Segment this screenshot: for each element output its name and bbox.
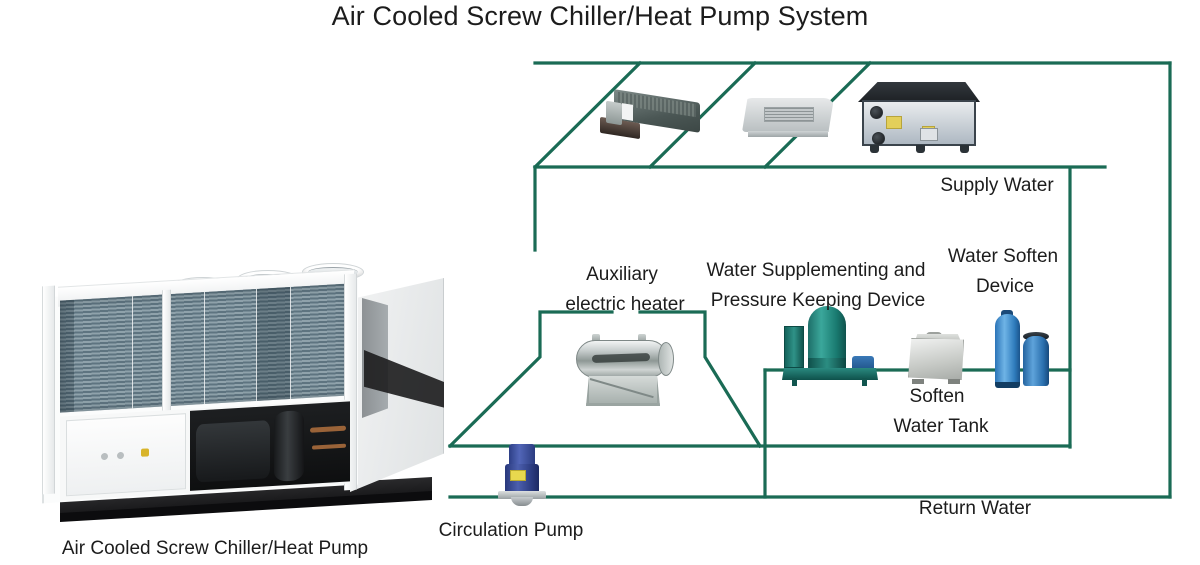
water-soften-device (995, 310, 1055, 388)
ahu-label-plate (886, 116, 902, 129)
softener-brine-tank (1023, 336, 1049, 386)
auxiliary-heater-label-line1: Auxiliary (586, 264, 658, 285)
supply-water-label: Supply Water (940, 175, 1054, 196)
ahu-cabinet (862, 100, 976, 146)
panel-indicator (141, 448, 149, 457)
ahu-foot (916, 145, 925, 153)
fan-coil-unit-2 (742, 98, 834, 142)
cassette-grille (764, 107, 814, 122)
softener-resin-tank (995, 314, 1020, 386)
coil-divider (256, 288, 257, 401)
pk-skid-frame (782, 368, 878, 380)
return-water-label: Return Water (918, 498, 1032, 519)
water-soften-label-line2: Device (975, 276, 1035, 297)
coil-divider (204, 292, 205, 405)
coil-shade (256, 286, 290, 401)
heater-nozzle (592, 334, 600, 344)
auxiliary-electric-heater (570, 334, 680, 408)
pipe-branch-diagonal-2 (647, 60, 758, 170)
tank-foot (912, 379, 924, 384)
fcu-blower-end (606, 100, 622, 126)
page-title: Air Cooled Screw Chiller/Heat Pump Syste… (331, 1, 869, 31)
ahu-foot (870, 145, 879, 153)
pk-leg (862, 378, 867, 386)
refrigerant-receiver (274, 410, 304, 482)
circulation-pump-label: Circulation Pump (438, 520, 584, 541)
pump-flange (498, 491, 546, 499)
chiller-control-panel (66, 413, 186, 497)
air-handling-unit (858, 82, 980, 154)
pk-vessel-base (808, 358, 846, 368)
chiller-machinery-bay (60, 399, 350, 501)
fcu-nameplate (622, 103, 633, 121)
air-cooled-screw-chiller (34, 258, 444, 532)
pk-leg (792, 378, 797, 386)
ahu-knob (870, 106, 883, 119)
water-supplementing-label-line1: Water Supplementing and (706, 260, 926, 281)
ahu-foot (960, 145, 969, 153)
coil-divider (290, 286, 291, 399)
ahu-top-cover (858, 82, 980, 102)
chiller-corner-post-left (42, 285, 55, 495)
pipe-heater-bypass-left (447, 310, 614, 449)
soften-water-tank (906, 332, 966, 386)
heater-end-cap (658, 342, 674, 376)
chiller-condenser-coil (60, 283, 350, 413)
fan-coil-unit-1 (600, 89, 704, 144)
softener-base (995, 382, 1020, 388)
auxiliary-heater-label-line2: electric heater (565, 294, 685, 315)
water-soften-label-line1: Water Soften (947, 246, 1059, 267)
screw-compressor (196, 420, 270, 483)
ahu-knob (872, 132, 885, 145)
coil-shade (60, 299, 74, 413)
heater-nozzle (638, 334, 646, 344)
cassette-base (748, 131, 828, 137)
water-supplementing-label-line2: Pressure Keeping Device (710, 290, 926, 311)
pump-motor (509, 444, 535, 466)
pressure-keeping-device (782, 306, 878, 386)
soften-water-tank-label-line2: Water Tank (893, 416, 989, 437)
pipe-heater-bypass-right (638, 310, 763, 449)
pk-control-cabinet (784, 326, 804, 368)
pump-foot (511, 497, 533, 506)
chiller-label: Air Cooled Screw Chiller/Heat Pump (61, 538, 369, 559)
pk-expansion-vessel (808, 306, 846, 364)
ahu-display-window (920, 128, 938, 141)
coil-divider (132, 296, 133, 409)
soften-water-tank-label-line1: Soften (909, 386, 965, 407)
circulation-pump (498, 444, 546, 506)
panel-knob (101, 452, 108, 461)
tank-body (908, 338, 964, 380)
pipe-branch-diagonal-1 (532, 60, 643, 170)
pump-nameplate (510, 470, 526, 481)
panel-knob (117, 451, 124, 460)
heater-support-frame (586, 376, 660, 406)
tank-foot (948, 379, 960, 384)
